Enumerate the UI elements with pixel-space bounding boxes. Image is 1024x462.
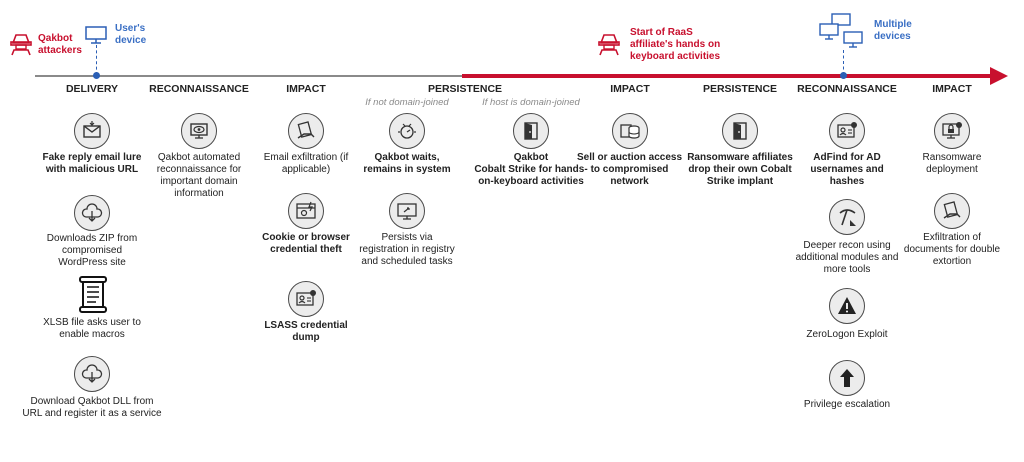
phase-impact: IMPACT (286, 83, 326, 95)
locked-screen-icon (934, 113, 970, 149)
subphase-domain-joined: If host is domain-joined (482, 97, 580, 108)
hand-document-icon (934, 193, 970, 229)
subphase-not-domain-joined: If not domain-joined (365, 97, 449, 108)
door-icon (722, 113, 758, 149)
hand-document-icon (288, 113, 324, 149)
phase-persistence: PERSISTENCE (427, 83, 503, 95)
persist-joined-item-1: Qakbot Cobalt Strike for hands-on-keyboa… (474, 152, 588, 187)
email-lure-icon (74, 113, 110, 149)
phase-reconnaissance: RECONNAISSANCE (797, 83, 897, 95)
user-device-dot (93, 72, 100, 79)
cloud-download-icon (74, 195, 110, 231)
recon1-item-1: Qakbot automated reconnaissance for impo… (156, 152, 242, 199)
phase-impact: IMPACT (932, 83, 972, 95)
recon2-item-4: Privilege escalation (803, 399, 891, 410)
delivery-item-4: Download Qakbot DLL from URL and registe… (22, 396, 162, 419)
id-card-alert-icon (288, 281, 324, 317)
cloud-download-icon (74, 356, 110, 392)
delivery-item-2: Downloads ZIP from compromised WordPress… (46, 233, 138, 268)
multiple-devices-label: Multiple devices (874, 19, 912, 42)
timeline-line-gray (35, 75, 465, 77)
persist-not-joined-item-2: Persists via registration in registry an… (359, 232, 455, 267)
impact1-item-2: Cookie or browser credential theft (262, 232, 350, 255)
timeline-line-red (462, 74, 992, 78)
pickaxe-icon (829, 199, 865, 235)
impact1-item-3: LSASS credential dump (264, 320, 348, 343)
warning-icon (829, 288, 865, 324)
hacker-icon (596, 30, 622, 56)
persist2-item-1: Ransomware affiliates drop their own Cob… (687, 152, 793, 187)
impact3-item-1: Ransomware deployment (922, 152, 982, 175)
recon2-item-3: ZeroLogon Exploit (806, 329, 888, 340)
phase-reconnaissance: RECONNAISSANCE (149, 83, 249, 95)
raas-start-label: Start of RaaS affiliate's hands on keybo… (630, 27, 721, 62)
recon2-item-1: AdFind for AD usernames and hashes (810, 152, 884, 187)
phase-delivery: DELIVERY (65, 83, 119, 95)
attackers-label: Qakbot attackers (38, 33, 82, 56)
scroll-document-icon (78, 276, 108, 314)
timeline-arrow-icon (990, 67, 1008, 85)
eye-monitor-icon (181, 113, 217, 149)
multiple-devices-dot (840, 72, 847, 79)
multiple-devices-icon (818, 12, 866, 52)
recon2-item-2: Deeper recon using additional modules an… (795, 240, 899, 275)
user-device-connector (96, 45, 97, 75)
impact3-item-2: Exfiltration of documents for double ext… (903, 232, 1001, 267)
user-device-label: User's device (115, 23, 147, 46)
door-icon (513, 113, 549, 149)
id-card-alert-icon (829, 113, 865, 149)
monitor-icon (84, 25, 108, 45)
monitor-registry-icon (389, 193, 425, 229)
arrow-up-icon (829, 360, 865, 396)
phase-impact: IMPACT (610, 83, 650, 95)
delivery-item-3: XLSB file asks user to enable macros (43, 317, 141, 340)
phase-persistence: PERSISTENCE (702, 83, 778, 95)
timer-bug-icon (389, 113, 425, 149)
multiple-devices-connector (843, 50, 844, 75)
impact2-item-1: Sell or auction access to compromised ne… (576, 152, 683, 187)
impact1-item-1: Email exfiltration (if applicable) (263, 152, 349, 175)
persist-not-joined-item-1: Qakbot waits, remains in system (363, 152, 451, 175)
hacker-icon (8, 30, 34, 56)
delivery-item-1: Fake reply email lure with malicious URL (42, 152, 142, 175)
browser-credential-icon (288, 193, 324, 229)
network-database-icon (612, 113, 648, 149)
